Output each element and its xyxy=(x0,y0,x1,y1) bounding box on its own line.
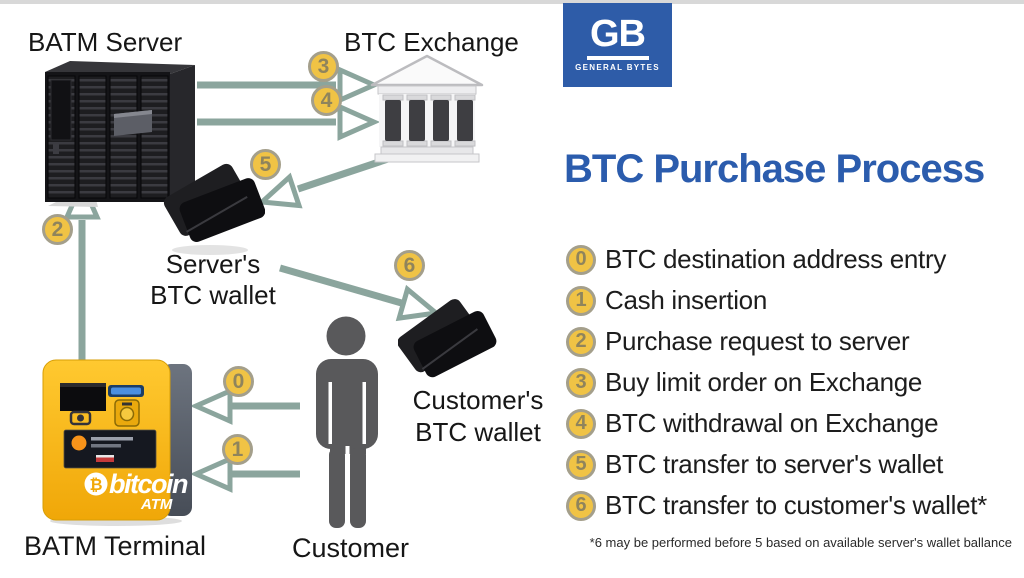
step-text: Purchase request to server xyxy=(605,326,910,356)
logo-subtext: GENERAL BYTES xyxy=(575,63,660,72)
step-text: Cash insertion xyxy=(605,285,767,315)
step-number-badge: 6 xyxy=(566,490,596,521)
step-number-badge: 2 xyxy=(566,326,596,357)
step-number-badge: 0 xyxy=(566,244,596,275)
step-text: BTC transfer to customer's wallet* xyxy=(605,490,987,520)
flow-badge-3: 3 xyxy=(308,51,339,82)
footnote: *6 may be performed before 5 based on av… xyxy=(589,535,1012,550)
label-batm-terminal: BATM Terminal xyxy=(24,531,207,561)
arrow-line-step6 xyxy=(279,264,406,308)
flow-badge-6: 6 xyxy=(394,250,425,281)
label-servers-wallet-line1: Server's xyxy=(165,249,261,279)
step-text: BTC withdrawal on Exchange xyxy=(605,408,939,438)
process-step-row: 3 Buy limit order on Exchange xyxy=(566,367,922,398)
general-bytes-logo: GB GENERAL BYTES xyxy=(563,3,672,87)
label-customers-wallet-line1: Customer's xyxy=(412,385,544,415)
label-batm-server: BATM Server xyxy=(28,27,183,57)
bitcoin-symbol: ₿ xyxy=(89,475,102,494)
page-title: BTC Purchase Process xyxy=(564,147,985,191)
logo-underline xyxy=(586,56,649,60)
process-step-row: 4 BTC withdrawal on Exchange xyxy=(566,408,939,439)
label-btc-exchange: BTC Exchange xyxy=(344,27,519,57)
flow-badge-5: 5 xyxy=(250,149,281,180)
step-number-badge: 5 xyxy=(566,449,596,480)
arrowhead-step1 xyxy=(189,455,233,493)
process-step-row: 6 BTC transfer to customer's wallet* xyxy=(566,490,987,521)
wallet-icon xyxy=(398,299,497,378)
atm-brand-text: bitcoin xyxy=(109,469,188,499)
arrowhead-step0 xyxy=(189,387,233,425)
flow-badge-0: 0 xyxy=(223,366,254,397)
step-text: Buy limit order on Exchange xyxy=(605,367,923,397)
flow-badge-1: 1 xyxy=(222,434,253,465)
step-number-badge: 1 xyxy=(566,285,596,316)
arrowhead-step5 xyxy=(256,172,303,209)
step-text: BTC destination address entry xyxy=(605,244,947,274)
label-customers-wallet: Customer's BTC wallet xyxy=(403,384,553,448)
label-customers-wallet-line2: BTC wallet xyxy=(415,417,541,447)
flow-badge-4: 4 xyxy=(311,85,342,116)
process-step-row: 0 BTC destination address entry xyxy=(566,244,946,275)
label-customer: Customer xyxy=(292,533,410,563)
atm-terminal-icon: ₿ bitcoin ATM xyxy=(42,359,192,526)
step-number-badge: 3 xyxy=(566,367,596,398)
label-servers-wallet: Server's BTC wallet xyxy=(138,249,288,311)
top-border xyxy=(0,0,1024,4)
flow-badge-2: 2 xyxy=(42,214,73,245)
process-step-row: 2 Purchase request to server xyxy=(566,326,910,357)
person-icon xyxy=(316,316,378,528)
logo-text: GB xyxy=(590,13,646,55)
atm-model-text: ATM xyxy=(140,496,173,513)
arrowhead-step3 xyxy=(337,66,381,104)
bank-exchange-icon xyxy=(370,54,484,163)
step-text: BTC transfer to server's wallet xyxy=(605,449,944,479)
server-rack-icon xyxy=(45,61,195,207)
process-step-row: 1 Cash insertion xyxy=(566,285,767,316)
wallet-icon xyxy=(163,163,265,255)
step-number-badge: 4 xyxy=(566,408,596,439)
label-servers-wallet-line2: BTC wallet xyxy=(150,280,276,310)
arrowhead-step6 xyxy=(395,284,442,322)
arrowhead-step4 xyxy=(337,103,381,141)
process-step-row: 5 BTC transfer to server's wallet xyxy=(566,449,943,480)
